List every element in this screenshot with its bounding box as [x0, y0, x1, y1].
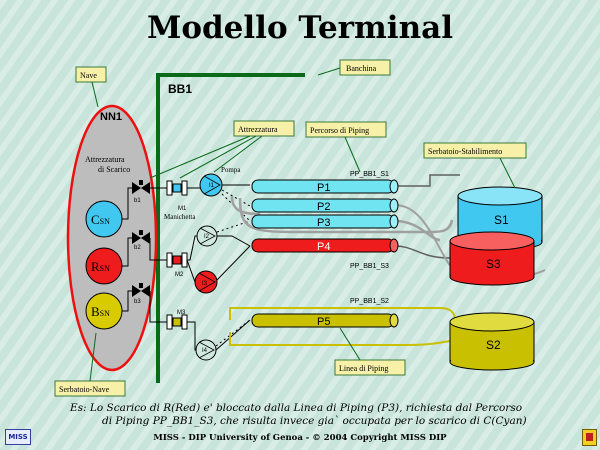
- pipe-p1: [251, 179, 399, 194]
- quay-wall: [156, 73, 305, 383]
- svg-text:Percorso di Piping: Percorso di Piping: [310, 126, 369, 135]
- pp-s1-label: PP_BB1_S1: [350, 171, 389, 178]
- pipe-p5-label: P5: [317, 316, 330, 328]
- pump-i4-label: I4: [202, 348, 208, 354]
- pipe-p2-label: P2: [317, 201, 330, 213]
- pump-i3-label: I3: [202, 281, 208, 287]
- callout-percorso-pointer: [344, 136, 361, 173]
- callout-linea-pointer: [339, 327, 361, 361]
- ship-connectors: [122, 187, 134, 312]
- grey-route-3: [394, 219, 441, 242]
- red-route: [394, 245, 451, 259]
- svg-text:Nave: Nave: [80, 71, 97, 80]
- grey-route-2: [238, 197, 454, 234]
- ship-tank-r-label: RSN: [91, 259, 110, 274]
- callout-serbatoio-nave-pointer: [89, 332, 97, 382]
- pump-i2-label: I2: [204, 234, 210, 240]
- hose-m1: [166, 180, 188, 196]
- valve-b1: [132, 180, 150, 194]
- example-caption: Es: Lo Scarico di R(Red) e' bloccato dal…: [70, 402, 590, 428]
- pipe-p4-label: P4: [317, 241, 330, 253]
- plant-tank-s3-label: S3: [486, 257, 501, 271]
- hose-m3: [166, 314, 188, 330]
- pipe-p3: [251, 214, 399, 229]
- callout-nave: Nave: [75, 66, 107, 83]
- hose-m2: [166, 252, 188, 268]
- pipe-p1-label: P1: [317, 182, 330, 194]
- callout-serbatoio-nave: Serbatoio-Nave: [54, 380, 126, 397]
- manichetta-label: Manichetta: [164, 213, 196, 221]
- valve-b3: [132, 283, 150, 297]
- pp-s3-label: PP_BB1_S3: [350, 263, 389, 270]
- hose-m1-label: M1: [178, 206, 187, 212]
- footer-copyright: MISS - DIP University of Genoa - © 2004 …: [153, 433, 447, 443]
- pompa-label: Pompa: [221, 166, 241, 174]
- attr-scarico-label-1: Attrezzatura: [85, 155, 125, 164]
- pump-dashed-links: [215, 189, 251, 347]
- pump-i3: [194, 270, 218, 294]
- slide-title: Modello Terminal: [147, 10, 453, 46]
- caption-line-1: Es: Lo Scarico di R(Red) e' bloccato dal…: [70, 402, 523, 414]
- attr-scarico-label-2: di Scarico: [98, 165, 130, 174]
- plant-tank-s2-label: S2: [486, 338, 501, 352]
- valve-b2-label: b2: [134, 245, 141, 251]
- miss-logo[interactable]: MISS: [5, 429, 31, 445]
- plant-tank-s3: [449, 231, 535, 286]
- hose-m2-label: M2: [175, 272, 184, 278]
- svg-text:Attrezzatura: Attrezzatura: [238, 125, 278, 134]
- yellow-route-bottom: [229, 332, 456, 346]
- callout-banchina: Banchina: [339, 59, 391, 76]
- svg-text:Serbatoio-Nave: Serbatoio-Nave: [59, 385, 110, 394]
- pipe-p4: [251, 238, 399, 253]
- valve-b1-label: b1: [134, 198, 141, 204]
- caption-line-2: di Piping PP_BB1_S3, che risulta invece …: [102, 415, 527, 427]
- svg-text:Linea di Piping: Linea di Piping: [339, 364, 388, 373]
- callout-banchina-pointer: [317, 67, 341, 76]
- ship-tank-c-label: CSN: [91, 212, 110, 227]
- bb1-label: BB1: [168, 82, 192, 96]
- pipe-p5: [251, 313, 399, 328]
- plant-tank-s1-label: S1: [494, 213, 509, 227]
- cyan-route: [395, 174, 460, 187]
- plant-tank-s2: [449, 312, 535, 371]
- svg-text:Serbatoio-Stabilimento: Serbatoio-Stabilimento: [428, 147, 502, 156]
- callout-nave-pointer: [91, 81, 99, 108]
- callout-serbatoio-stab-pointer: [499, 157, 516, 189]
- pp-s2-label: PP_BB1_S2: [350, 298, 389, 305]
- pump-i1-label: I1: [209, 183, 215, 189]
- valve-b3-label: b3: [134, 299, 141, 305]
- grey-route-1: [230, 195, 261, 216]
- callout-linea: Linea di Piping: [334, 359, 406, 376]
- callout-serbatoio-stab: Serbatoio-Stabilimento: [423, 142, 527, 159]
- hose-m3-label: M3: [177, 310, 186, 316]
- nn1-label: NN1: [100, 111, 122, 123]
- valve-b2: [132, 230, 150, 244]
- callout-percorso: Percorso di Piping: [305, 121, 387, 138]
- callout-attrezzatura: Attrezzatura: [233, 120, 295, 137]
- pipe-p2: [251, 198, 399, 213]
- hose-lines: [149, 187, 168, 323]
- callout-attrezzatura-pointers: [149, 135, 263, 179]
- university-crest-icon[interactable]: [582, 429, 597, 446]
- ship-tank-b-label: BSN: [91, 304, 110, 319]
- pump-to-pipes: [215, 184, 251, 351]
- pipe-p3-label: P3: [317, 217, 330, 229]
- svg-text:Banchina: Banchina: [346, 64, 377, 73]
